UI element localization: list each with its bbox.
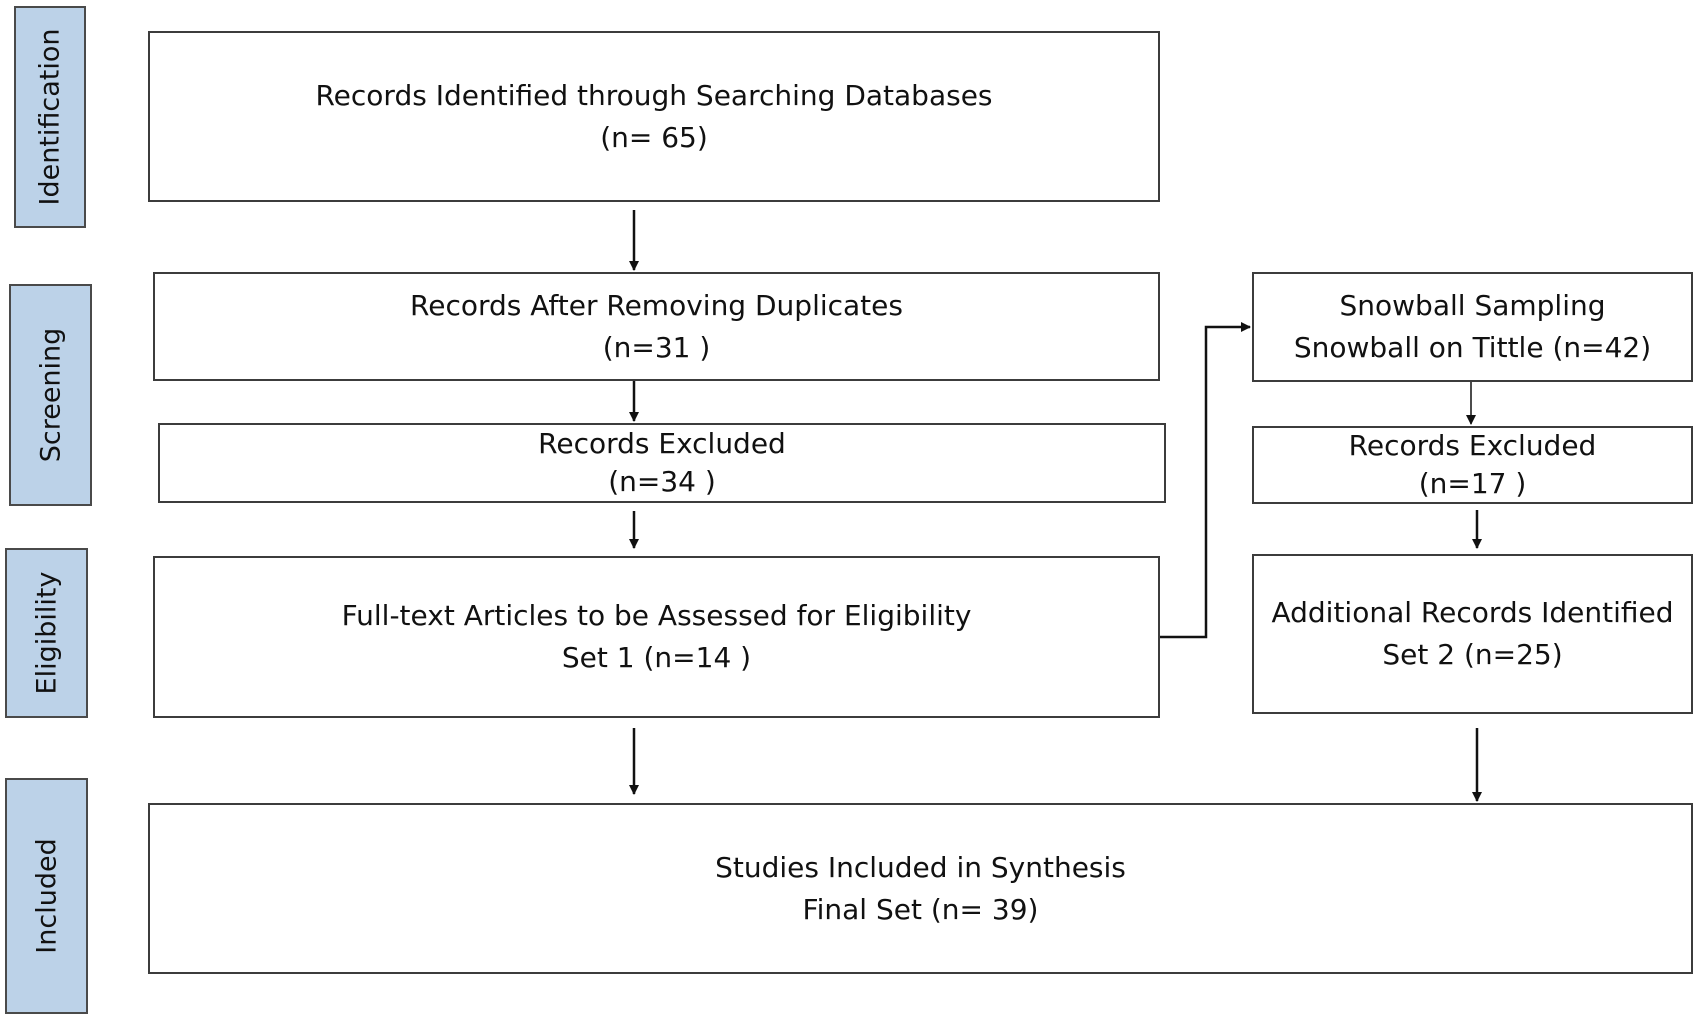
full-text-title: Full-text Articles to be Assessed for El…	[341, 599, 972, 632]
records-excluded-2-title: Records Excluded	[1348, 429, 1597, 462]
phase-included: Included	[5, 778, 88, 1014]
records-excluded-2-count: (n=17 )	[1418, 467, 1527, 500]
box-additional-records: Additional Records Identified Set 2 (n=2…	[1252, 554, 1693, 714]
box-records-excluded-1: Records Excluded (n=34 )	[158, 423, 1166, 503]
records-excluded-1-title: Records Excluded	[538, 427, 786, 460]
phase-included-label: Included	[31, 838, 62, 954]
records-excluded-1-count: (n=34 )	[608, 465, 716, 498]
studies-included-count: Final Set (n= 39)	[802, 892, 1039, 926]
box-records-identified: Records Identified through Searching Dat…	[148, 31, 1160, 202]
phase-screening-label: Screening	[35, 327, 66, 463]
box-full-text-articles: Full-text Articles to be Assessed for El…	[153, 556, 1160, 718]
after-duplicates-count: (n=31 )	[602, 330, 711, 364]
records-identified-title: Records Identified through Searching Dat…	[315, 78, 993, 112]
after-duplicates-title: Records After Removing Duplicates	[410, 288, 903, 322]
box-records-excluded-2: Records Excluded (n=17 )	[1252, 426, 1693, 504]
box-snowball-sampling: Snowball Sampling Snowball on Tittle (n=…	[1252, 272, 1693, 382]
studies-included-title: Studies Included in Synthesis	[715, 850, 1126, 884]
snowball-count: Snowball on Tittle (n=42)	[1293, 331, 1652, 364]
arrow-fulltext-to-snowball	[1160, 322, 1251, 639]
records-identified-count: (n= 65)	[600, 120, 708, 154]
full-text-count: Set 1 (n=14 )	[561, 641, 752, 674]
box-after-duplicates: Records After Removing Duplicates (n=31 …	[153, 272, 1160, 381]
phase-screening: Screening	[9, 284, 92, 506]
phase-identification: Identification	[14, 6, 86, 228]
phase-identification-label: Identification	[34, 28, 66, 206]
box-studies-included: Studies Included in Synthesis Final Set …	[148, 803, 1693, 974]
snowball-title: Snowball Sampling	[1339, 289, 1606, 322]
phase-eligibility-label: Eligibility	[31, 571, 62, 695]
additional-title: Additional Records Identified	[1271, 596, 1674, 629]
additional-count: Set 2 (n=25)	[1382, 638, 1563, 671]
phase-eligibility: Eligibility	[5, 548, 88, 718]
